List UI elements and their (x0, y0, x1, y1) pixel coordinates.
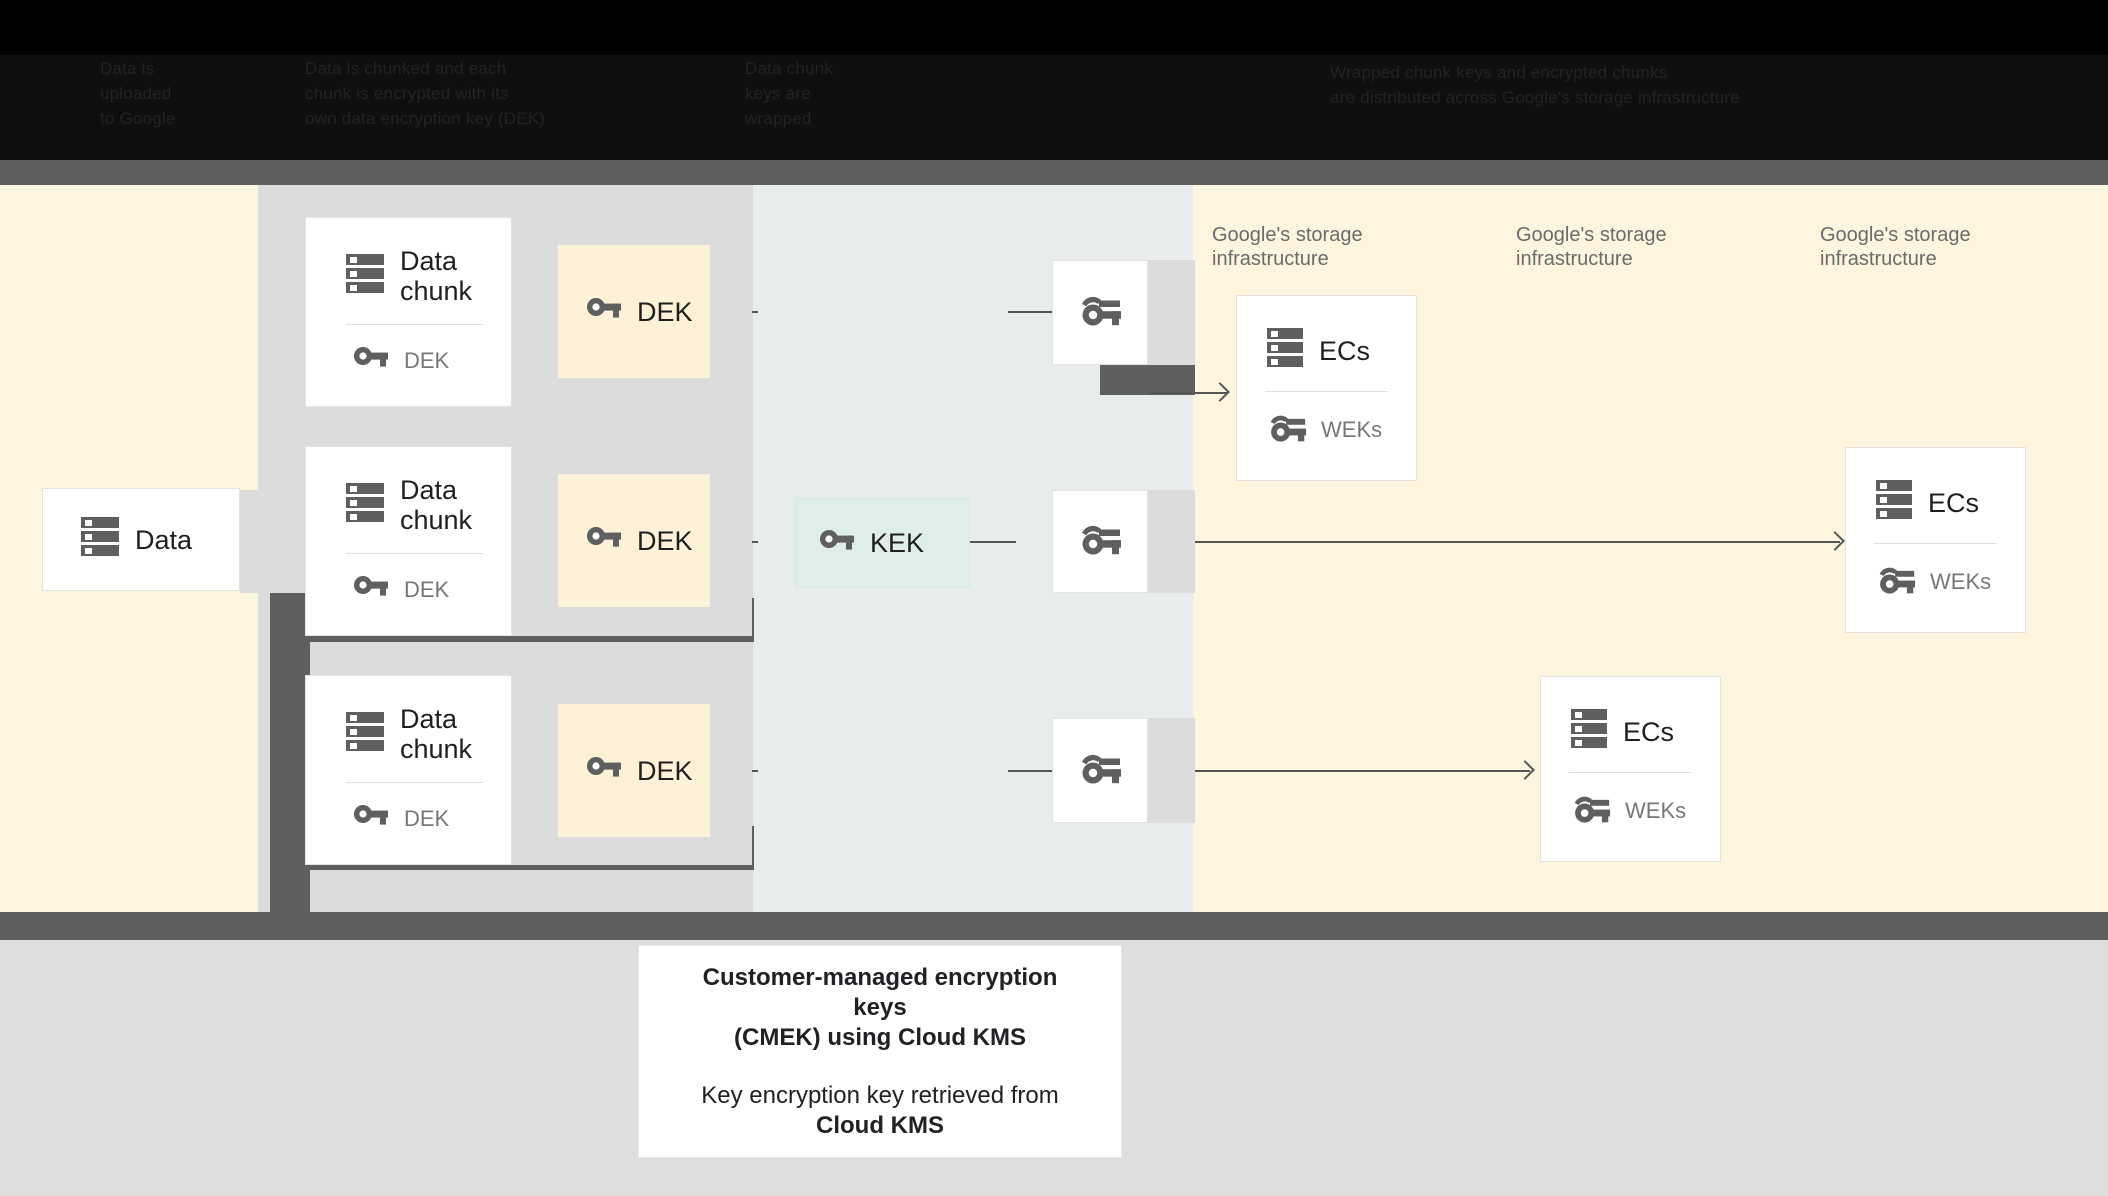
header-caption-upload: Data is uploaded to Google (100, 59, 176, 128)
data-box-label: Data (135, 524, 193, 555)
key-icon (587, 527, 621, 554)
dek-box-2[interactable]: DEK (558, 474, 710, 607)
zone-caption-3: Google's storage infrastructure (1820, 224, 1971, 270)
zone-caption-2: Google's storage infrastructure (1516, 224, 1667, 270)
key-icon (354, 347, 388, 374)
database-icon (1876, 478, 1912, 527)
chunk-card-2[interactable]: Data chunk DEK (305, 446, 512, 636)
chunk-card-title: Data chunk (400, 246, 473, 306)
card-divider (346, 782, 483, 783)
card-divider (346, 324, 483, 325)
wrapped-key-box-2[interactable] (1052, 490, 1148, 593)
database-icon (346, 481, 384, 530)
ecs-box-1[interactable]: ECs WEKs (1236, 295, 1417, 481)
wrapped-key-box-3[interactable] (1052, 718, 1148, 823)
key-icon (587, 757, 621, 784)
ecs-box-title: ECs (1928, 487, 1980, 518)
double-key-icon (1571, 793, 1611, 829)
wrapped-key-box-1[interactable] (1052, 260, 1148, 365)
connector-stub-wrapped3 (1008, 770, 1052, 772)
ecs-box-key-label: WEKs (1321, 417, 1383, 442)
double-key-icon (1078, 751, 1122, 790)
ecs-box-key-label: WEKs (1930, 569, 1992, 594)
connector-kek-to-wrapped (968, 541, 1016, 543)
header-caption-distribution: Wrapped chunk keys and encrypted chunks … (1330, 63, 1740, 107)
dek-box-3[interactable]: DEK (558, 704, 710, 837)
database-icon (81, 515, 119, 564)
kek-box-label: KEK (870, 528, 925, 558)
data-box-shadow (240, 490, 310, 593)
dek-box-label: DEK (637, 525, 693, 556)
separator-bar-bottom (0, 912, 2108, 940)
chunk-card-3[interactable]: Data chunk DEK (305, 675, 512, 865)
cmek-caption-line2: (CMEK) using Cloud KMS (734, 1023, 1026, 1051)
ecs-box-title: ECs (1623, 716, 1675, 747)
chunk-card-title: Data chunk (400, 475, 473, 535)
chunk-card-key-label: DEK (404, 347, 450, 373)
ecs-box-3[interactable]: ECs WEKs (1540, 676, 1721, 862)
key-icon (354, 805, 388, 832)
header-caption-wrapping: Data chunk keys are wrapped (745, 59, 833, 128)
cmek-caption-line1: Customer-managed encryption keys (702, 963, 1058, 1021)
key-icon (354, 576, 388, 603)
chunk-card-1[interactable]: Data chunk DEK (305, 217, 512, 407)
ecs-box-key-label: WEKs (1625, 798, 1687, 823)
database-icon (1267, 326, 1303, 375)
header-caption-chunking: Data is chunked and each chunk is encryp… (305, 59, 546, 128)
header-subband (0, 55, 2108, 160)
ecs-box-title: ECs (1319, 335, 1371, 366)
card-divider (346, 553, 483, 554)
kek-box[interactable]: KEK (795, 498, 970, 588)
double-key-icon (1078, 293, 1122, 332)
arrow-line-row1 (1150, 392, 1228, 394)
arrow-line-row2 (1150, 541, 1840, 543)
data-box[interactable]: Data (42, 488, 240, 591)
connector-stub-wrapped1 (1008, 311, 1052, 313)
chunk-card-key-label: DEK (404, 805, 450, 831)
dek-box-1[interactable]: DEK (558, 245, 710, 378)
card-divider (1265, 391, 1388, 392)
dek-box-label: DEK (637, 296, 693, 327)
database-icon (346, 252, 384, 301)
cmek-caption-card: Customer-managed encryption keys (CMEK) … (638, 945, 1122, 1158)
card-divider (1569, 772, 1692, 773)
diagram-canvas: Data Data chunk (0, 185, 2108, 955)
double-key-icon (1267, 412, 1307, 448)
key-icon (587, 298, 621, 325)
database-icon (346, 710, 384, 759)
dek-box-label: DEK (637, 755, 693, 786)
chunk-card-title: Data chunk (400, 704, 473, 764)
card-divider (1874, 543, 1997, 544)
key-icon (820, 529, 854, 557)
double-key-icon (1876, 564, 1916, 600)
cmek-caption-line3: Key encryption key retrieved from (701, 1081, 1059, 1109)
wrapped-key-1-underblock (1100, 363, 1195, 395)
ecs-box-2[interactable]: ECs WEKs (1845, 447, 2026, 633)
cmek-caption-line4: Cloud KMS (816, 1111, 944, 1139)
chunk-card-key-label: DEK (404, 576, 450, 602)
separator-bar-top (0, 160, 2108, 185)
database-icon (1571, 707, 1607, 756)
arrow-line-row3 (1150, 770, 1530, 772)
zone-caption-1: Google's storage infrastructure (1212, 224, 1363, 270)
double-key-icon (1078, 522, 1122, 561)
